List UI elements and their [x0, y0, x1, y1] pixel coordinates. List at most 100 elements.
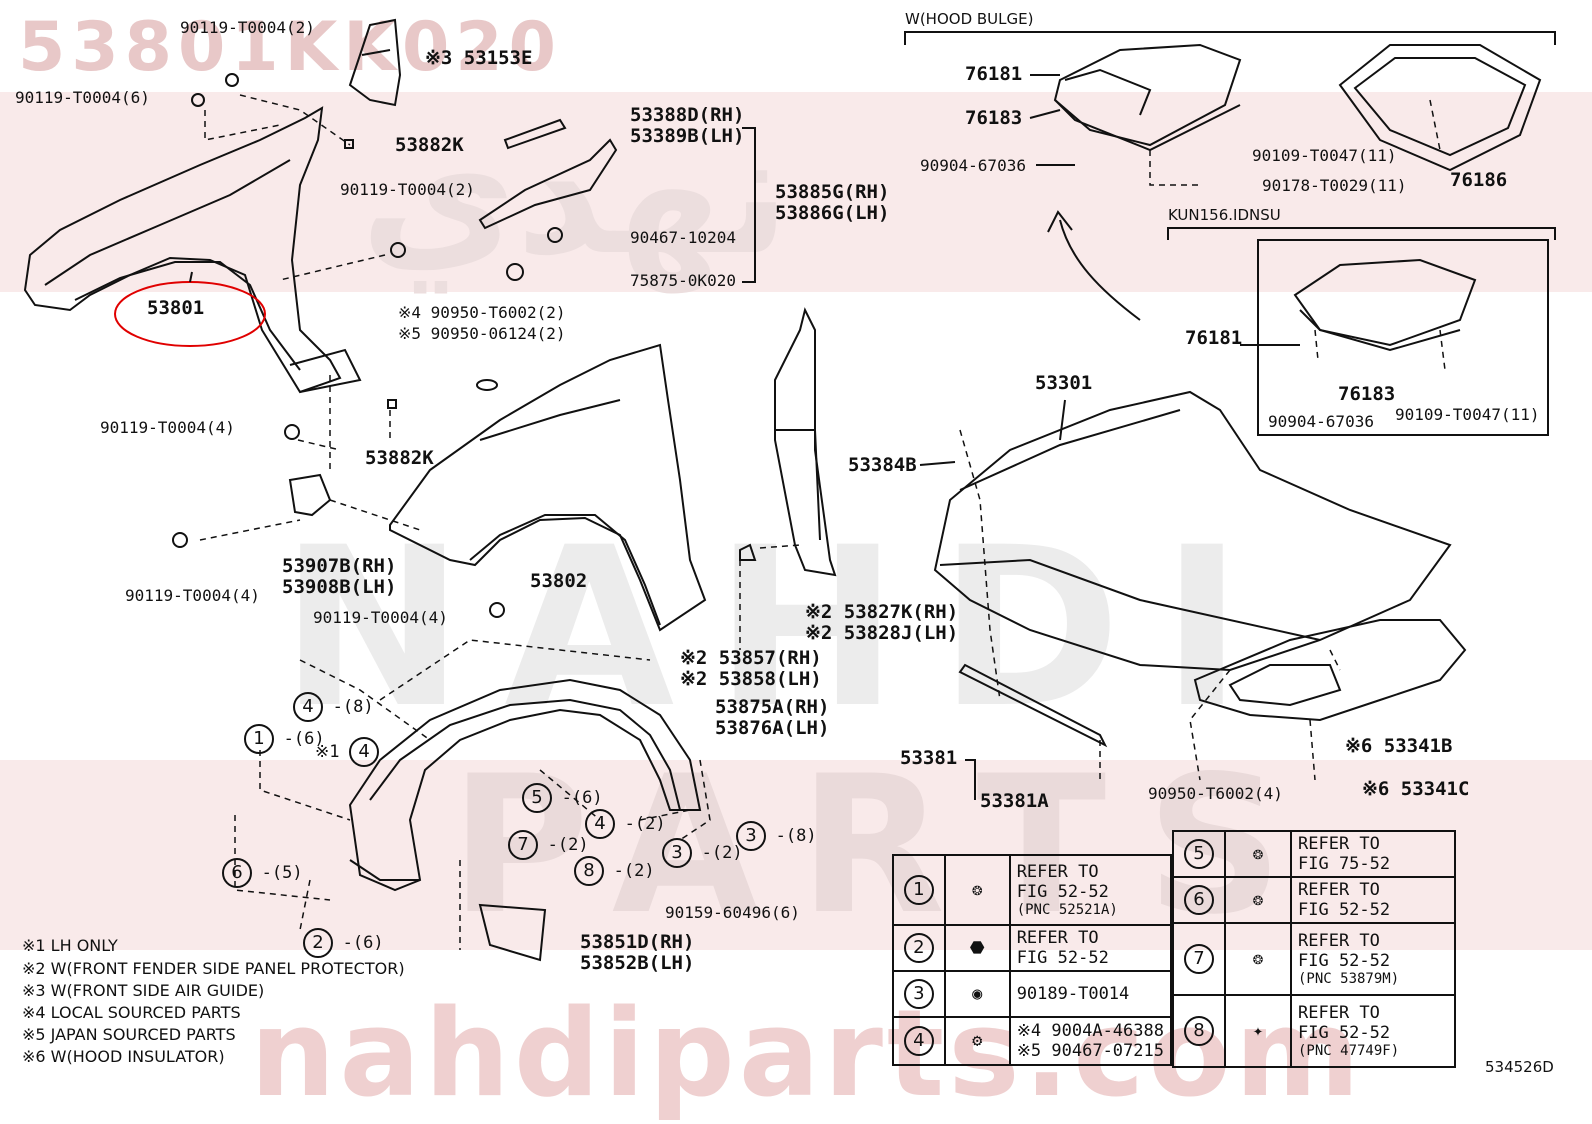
part-label: 53908B(LH) — [282, 576, 397, 598]
callout: 4 -(2) — [585, 809, 666, 839]
part-label: 53886G(LH) — [775, 202, 890, 224]
callout: 2 -(6) — [303, 928, 384, 958]
part-label: ※6 53341B — [1345, 735, 1453, 757]
callout-number: 8 — [574, 856, 604, 886]
callout-qty: -(5) — [261, 863, 303, 883]
legend-line: (PNC 47749F) — [1298, 1043, 1400, 1059]
part-label: 90119-T0004(2) — [340, 180, 475, 199]
clip-icon: ❂ — [1224, 830, 1292, 878]
callout: 7 -(2) — [508, 830, 589, 860]
hood-bulge-header: W(HOOD BULGE) — [905, 10, 1034, 28]
part-label: 53876A(LH) — [715, 717, 830, 739]
callout-number: 2 — [303, 928, 333, 958]
nut-icon: ◉ — [943, 970, 1011, 1018]
callout: 3 -(2) — [662, 838, 743, 868]
legend-line: 90189-T0014 — [1016, 984, 1130, 1004]
watermark-part-number: 53801KK020 — [18, 8, 562, 87]
part-label: 90109-T0047(11) — [1395, 405, 1540, 424]
part-label: 90904-67036 — [920, 156, 1026, 175]
part-label: 53381A — [980, 790, 1049, 812]
kun-header: KUN156.IDNSU — [1168, 206, 1281, 224]
part-label: 53882K — [365, 447, 434, 469]
legend-line: FIG 52-52 — [1298, 900, 1391, 920]
part-label: 90904-67036 — [1268, 412, 1374, 431]
part-label: 90467-10204 — [630, 228, 736, 247]
part-label: ※6 53341C — [1362, 778, 1470, 800]
callout-qty: -(8) — [775, 826, 817, 846]
legend-number: 6 — [1184, 885, 1214, 915]
part-label: 76181 — [965, 63, 1023, 85]
clip-icon: ❂ — [943, 854, 1011, 926]
part-label: 76183 — [965, 107, 1023, 129]
part-label: 53852B(LH) — [580, 952, 695, 974]
legend-line: REFER TO — [1298, 834, 1380, 854]
watermark-band-top — [0, 92, 1592, 292]
callout-number: 3 — [662, 838, 692, 868]
pin-icon: ✦ — [1224, 994, 1292, 1068]
callout-qty: ※1 — [315, 742, 340, 762]
callout: 1 -(6) — [244, 724, 325, 754]
note: ※1 LH ONLY — [22, 936, 118, 955]
legend-line: FIG 52-52 — [1298, 1023, 1391, 1043]
legend-line: FIG 52-52 — [1016, 948, 1109, 968]
callout: 5 -(6) — [522, 783, 603, 813]
callout-qty: -(8) — [332, 697, 374, 717]
part-label: ※4 90950-T6002(2) — [398, 303, 566, 322]
part-label: 90950-T6002(4) — [1148, 784, 1283, 803]
callout-qty: -(2) — [701, 843, 743, 863]
legend-line: REFER TO — [1298, 880, 1380, 900]
legend-line: FIG 52-52 — [1016, 882, 1109, 902]
part-label: 53301 — [1035, 372, 1093, 394]
part-label: 53882K — [395, 134, 464, 156]
legend-line: FIG 75-52 — [1298, 854, 1391, 874]
legend-line: REFER TO — [1298, 1003, 1380, 1023]
part-label: 90119-T0004(2) — [180, 18, 315, 37]
callout: 8 -(2) — [574, 856, 655, 886]
note: ※3 W(FRONT SIDE AIR GUIDE) — [22, 981, 265, 1000]
part-label: 53389B(LH) — [630, 125, 745, 147]
part-label: 90119-T0004(4) — [100, 418, 235, 437]
part-label: 76181 — [1185, 327, 1243, 349]
legend-line: ※5 90467-07215 — [1016, 1041, 1164, 1061]
callout: 3 -(8) — [736, 821, 817, 851]
watermark-brand: NAHDI — [280, 500, 1283, 756]
part-label: ※5 90950-06124(2) — [398, 324, 566, 343]
part-label: ※3 53153E — [425, 47, 533, 69]
note: ※5 JAPAN SOURCED PARTS — [22, 1025, 236, 1044]
diagram-code: 534526D — [1485, 1058, 1554, 1076]
legend-number: 7 — [1184, 944, 1214, 974]
callout-number: 4 — [349, 737, 380, 767]
legend-line: (PNC 52521A) — [1016, 902, 1118, 918]
clip-icon: ❂ — [1224, 876, 1292, 924]
part-label: 90109-T0047(11) — [1252, 146, 1397, 165]
callout-qty: -(6) — [342, 933, 384, 953]
legend-number: 8 — [1184, 1016, 1214, 1046]
legend-number: 4 — [903, 1026, 934, 1056]
legend-number: 5 — [1184, 839, 1214, 869]
part-label: 53384B — [848, 454, 917, 476]
part-label: 90119-T0004(4) — [125, 586, 260, 605]
callout-number: 6 — [222, 858, 252, 888]
part-label: ※2 53827K(RH) — [805, 601, 959, 623]
part-label: 53907B(RH) — [282, 555, 397, 577]
callout-qty: -(6) — [561, 788, 603, 808]
callout: ※1 4 — [315, 737, 380, 767]
callout-number: 3 — [736, 821, 766, 851]
clip-icon: ❂ — [1224, 922, 1292, 996]
part-label: 90178-T0029(11) — [1262, 176, 1407, 195]
note: ※4 LOCAL SOURCED PARTS — [22, 1003, 241, 1022]
parts-diagram: 53801KK020 نهدي NAHDI PARTS nahdiparts.c… — [0, 8, 1592, 1124]
callout-qty: -(2) — [613, 861, 655, 881]
part-label: 53802 — [530, 570, 588, 592]
part-label: ※2 53828J(LH) — [805, 622, 959, 644]
legend-line: REFER TO — [1016, 862, 1099, 882]
callout-number: 1 — [244, 724, 274, 754]
legend-number: 3 — [903, 979, 934, 1009]
part-label: 53851D(RH) — [580, 931, 695, 953]
screw-icon: ⚙ — [943, 1016, 1011, 1066]
callout-number: 4 — [293, 692, 323, 722]
legend-line: REFER TO — [1298, 931, 1380, 951]
part-label: 90159-60496(6) — [665, 903, 800, 922]
part-label: 53875A(RH) — [715, 696, 830, 718]
